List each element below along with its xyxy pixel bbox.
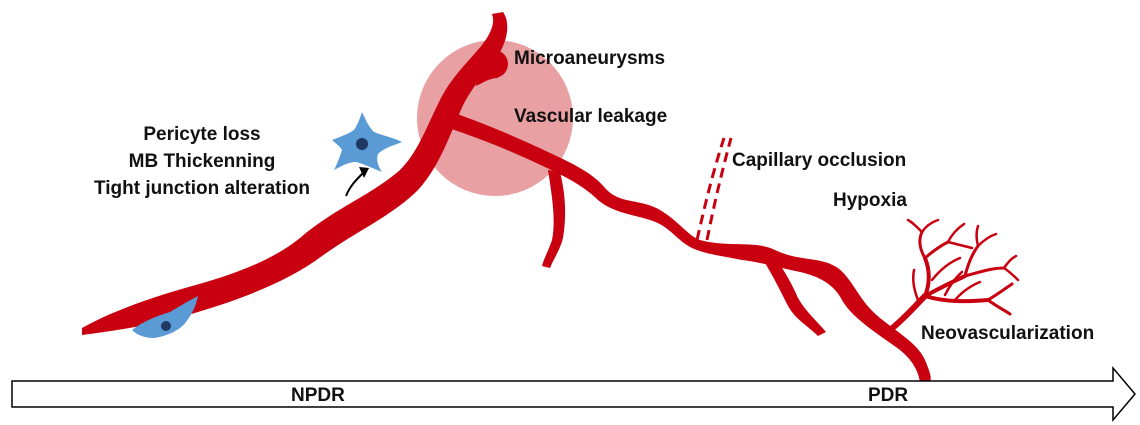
branch-down-1 [542,170,565,268]
capillary-occlusion-vessel [697,138,731,240]
label-vascular-leakage: Vascular leakage [514,107,667,126]
label-mb-thickening: MB Thickenning [68,148,336,175]
label-tight-junction: Tight junction alteration [68,175,336,202]
pericyte-changes-block: Pericyte loss MB Thickenning Tight junct… [68,121,336,202]
timeline-label-npdr: NPDR [291,386,345,405]
pericyte-nucleus-lower [161,321,171,331]
label-pericyte-loss: Pericyte loss [68,121,336,148]
label-microaneurysms: Microaneurysms [514,49,665,68]
timeline-arrow [12,368,1135,420]
pericyte-detach-arrow [346,167,369,196]
timeline-label-pdr: PDR [868,386,908,405]
neovascularization-tuft [890,220,1018,330]
label-hypoxia: Hypoxia [833,191,907,210]
label-neovascularization: Neovascularization [921,324,1094,343]
label-capillary-occlusion: Capillary occlusion [732,151,906,170]
pericyte-nucleus-upper [356,138,368,150]
